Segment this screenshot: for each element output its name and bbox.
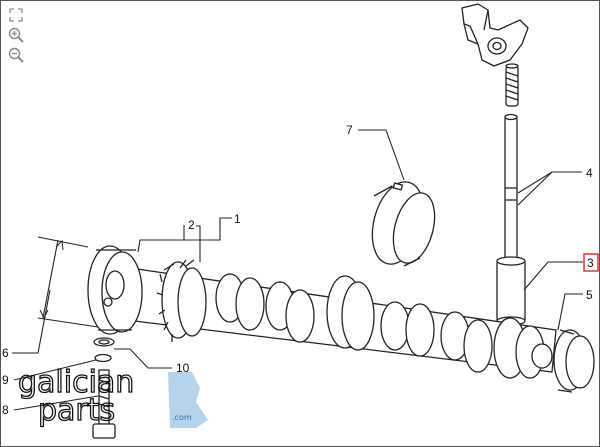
- watermark-logo: galician parts .com: [17, 364, 208, 429]
- callout-6[interactable]: 6: [2, 346, 9, 360]
- bearing-shell-part[interactable]: [364, 176, 442, 270]
- zoom-in-icon[interactable]: [7, 26, 25, 44]
- callout-1[interactable]: 1: [234, 212, 241, 226]
- rocker-arm-part[interactable]: [461, 3, 529, 67]
- callout-10[interactable]: 10: [176, 361, 190, 375]
- callout-7[interactable]: 7: [346, 123, 353, 137]
- watermark-suffix: .com: [172, 413, 192, 422]
- camshaft-part[interactable]: [87, 245, 557, 379]
- callout-2[interactable]: 2: [188, 218, 195, 232]
- callout-labels: 1 2 3 4 5 6 7 8 9 10: [2, 123, 599, 417]
- callout-5[interactable]: 5: [586, 288, 593, 302]
- tappet-part[interactable]: [496, 256, 526, 326]
- callout-3-highlight: [583, 253, 599, 272]
- zoom-out-icon[interactable]: [7, 46, 25, 64]
- callout-9[interactable]: 9: [2, 373, 9, 387]
- watermark-line2: parts: [38, 393, 115, 428]
- zoom-toolbar: [7, 6, 27, 66]
- callout-3[interactable]: 3: [587, 256, 594, 270]
- pushrod-part[interactable]: [504, 113, 518, 262]
- adjuster-spring-part[interactable]: [505, 63, 519, 107]
- leader-lines: [12, 129, 583, 411]
- bolt-washer-part[interactable]: [92, 337, 116, 439]
- end-bushing-part[interactable]: [553, 329, 595, 393]
- callout-8[interactable]: 8: [2, 403, 9, 417]
- watermark-accent-shape: [168, 372, 208, 428]
- watermark-line1: galician: [18, 365, 134, 400]
- fit-icon[interactable]: [7, 6, 25, 24]
- callout-4[interactable]: 4: [586, 166, 593, 180]
